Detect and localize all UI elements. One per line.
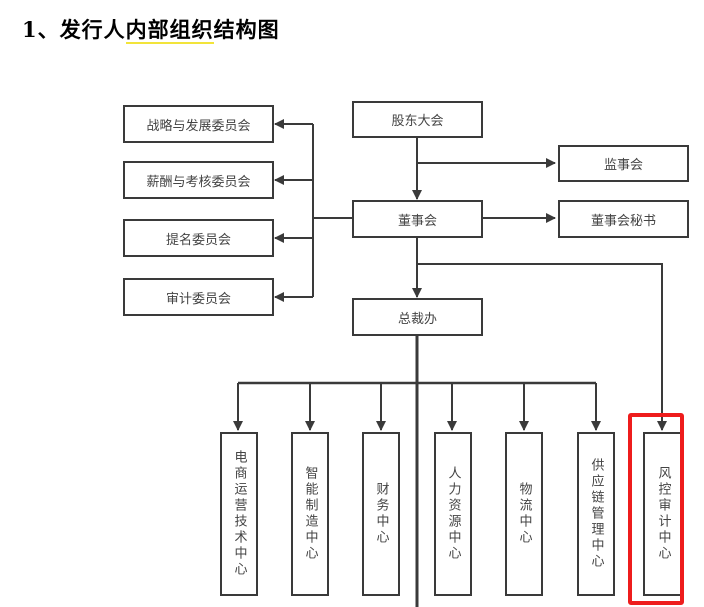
node-label: 监事会 [603, 158, 643, 173]
node-label: 总裁办 [397, 311, 437, 327]
node-board-of-directors: 董事会 [352, 200, 483, 238]
node-committee-compensation: 薪酬与考核委员会 [123, 161, 274, 199]
node-supervisory-board: 监事会 [558, 145, 689, 182]
node-dept-finance: 财务中心 [362, 432, 400, 596]
node-label: 供应链管理中心 [588, 458, 604, 570]
node-label: 财务中心 [373, 482, 389, 546]
node-dept-manufacturing: 智能制造中心 [291, 432, 329, 596]
node-label: 董事会 [397, 213, 437, 229]
node-label: 电商运营技术中心 [231, 450, 247, 578]
node-label: 战略与发展委员会 [146, 118, 251, 134]
page-title: 1、发行人内部组织结构图 [22, 14, 280, 44]
node-label: 智能制造中心 [302, 466, 318, 562]
node-label: 提名委员会 [165, 232, 231, 248]
node-label: 人力资源中心 [445, 466, 461, 562]
node-shareholders-meeting: 股东大会 [352, 101, 483, 138]
title-prefix: 1、发行人 [22, 17, 126, 42]
title-underlined: 内部组织 [125, 17, 214, 44]
node-committee-audit: 审计委员会 [123, 278, 274, 316]
node-dept-supply-chain: 供应链管理中心 [577, 432, 615, 596]
node-label: 风控审计中心 [655, 466, 671, 562]
node-committee-strategy: 战略与发展委员会 [123, 105, 274, 143]
line-board-to-risk-audit [417, 263, 667, 431]
node-president-office: 总裁办 [352, 298, 483, 336]
node-label: 审计委员会 [165, 291, 231, 307]
node-dept-hr: 人力资源中心 [434, 432, 472, 596]
node-label: 物流中心 [516, 482, 532, 546]
node-label: 董事会秘书 [590, 213, 656, 229]
node-label: 薪酬与考核委员会 [146, 174, 251, 190]
node-dept-risk-audit: 风控审计中心 [643, 432, 681, 596]
title-suffix: 结构图 [213, 17, 280, 42]
node-label: 股东大会 [391, 114, 444, 129]
node-committee-nomination: 提名委员会 [123, 219, 274, 257]
node-dept-logistics: 物流中心 [505, 432, 543, 596]
node-board-secretary: 董事会秘书 [558, 200, 689, 238]
highlight-risk-audit-frame [628, 413, 684, 605]
node-dept-ecommerce: 电商运营技术中心 [220, 432, 258, 596]
